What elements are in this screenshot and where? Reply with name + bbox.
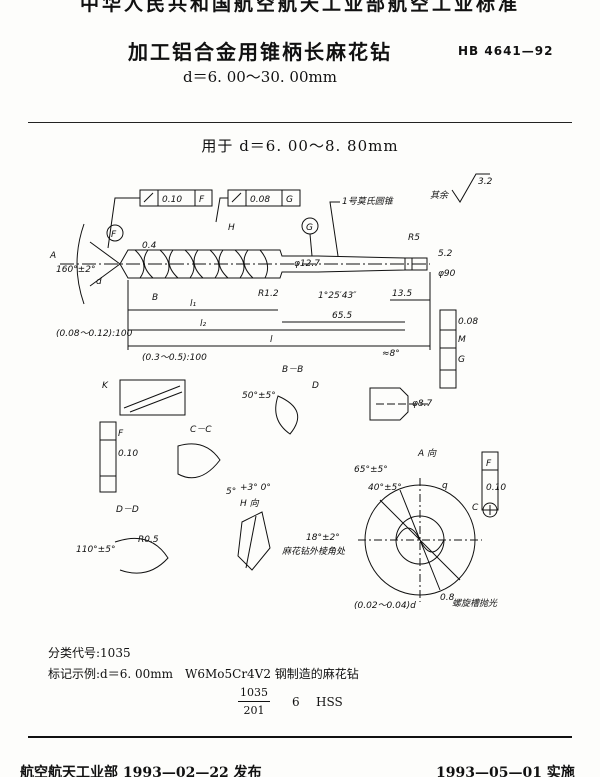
angle-5: 5° bbox=[226, 487, 236, 497]
label-0-8: 0.8 bbox=[440, 593, 455, 603]
dim-taper-angle: 1°25′43″ bbox=[318, 291, 357, 301]
taper-label: 1号莫氏圆锥 bbox=[342, 196, 394, 207]
dim-phi-8-7: φ8.7 bbox=[412, 399, 433, 409]
classification-code: 分类代号:1035 bbox=[48, 646, 131, 660]
angle-50: 50°±5° bbox=[242, 391, 276, 401]
label-d-upper: D bbox=[312, 381, 319, 391]
angle-110: 110°±5° bbox=[76, 545, 115, 555]
fcf-position-side bbox=[439, 309, 457, 389]
dim-r1-2: R1.2 bbox=[258, 289, 279, 299]
section-bb bbox=[275, 395, 299, 435]
dim-point-angle: 160°±2° bbox=[56, 265, 95, 275]
tang-section bbox=[369, 387, 409, 421]
fcf-left-datum: F bbox=[118, 429, 124, 439]
dim-l2: l₂ bbox=[200, 319, 207, 329]
document-title: 加工铝合金用锥柄长麻花钻 bbox=[128, 40, 392, 64]
label-a: A bbox=[49, 251, 56, 261]
fcf-1-datum: F bbox=[199, 195, 205, 205]
roughness-value: 3.2 bbox=[478, 177, 493, 187]
dim-r5: R5 bbox=[408, 233, 420, 243]
side-fcf-tolerance: 0.08 bbox=[458, 317, 478, 327]
section-dd-label: D－D bbox=[116, 505, 139, 515]
label-c: C bbox=[472, 503, 479, 513]
fcf-1-tolerance: 0.10 bbox=[162, 195, 182, 205]
dim-5-2: 5.2 bbox=[438, 249, 453, 259]
mark-numerator: 1035 bbox=[240, 686, 268, 699]
side-fcf-modifier: M bbox=[458, 335, 466, 345]
dim-phi-90: φ90 bbox=[438, 269, 456, 279]
mark-fraction-line bbox=[238, 701, 270, 702]
angle-5-tolerance: +3° 0° bbox=[240, 483, 271, 493]
dim-65-5: 65.5 bbox=[332, 311, 352, 321]
sharp-edge-note: 麻花钻外棱角处 bbox=[282, 546, 346, 557]
label-b: B bbox=[152, 293, 158, 303]
chisel-dim: (0.02～0.04)d bbox=[354, 601, 416, 611]
datum-g-label: G bbox=[306, 223, 313, 233]
fcf-2-tolerance: 0.08 bbox=[250, 195, 270, 205]
flute-detail bbox=[119, 379, 186, 416]
dim-13-5: 13.5 bbox=[392, 289, 412, 299]
mark-size: 6 bbox=[292, 695, 300, 709]
mark-denominator: 201 bbox=[243, 704, 265, 717]
fcf-left-tolerance: 0.10 bbox=[118, 449, 138, 459]
side-fcf-datum: G bbox=[458, 355, 465, 365]
fcf-right-datum: F bbox=[486, 459, 492, 469]
angle-65: 65°±5° bbox=[354, 465, 388, 475]
label-k: K bbox=[102, 381, 109, 391]
standard-number: HB 4641—92 bbox=[458, 44, 554, 58]
label-q: q bbox=[442, 481, 448, 491]
datum-f-marker bbox=[106, 224, 124, 242]
marking-example: 标记示例:d＝6. 00mm W6Mo5Cr4V2 钢制造的麻花钻 bbox=[48, 667, 359, 681]
fcf-2-datum: G bbox=[286, 195, 293, 205]
fcf-right-tolerance: 0.10 bbox=[486, 483, 506, 493]
fcf-left-vertical bbox=[99, 421, 117, 493]
view-h bbox=[237, 511, 271, 571]
dim-phi-12-7: φ12.7 bbox=[294, 259, 320, 269]
view-h-label: H 向 bbox=[240, 498, 260, 509]
bottom-rule bbox=[28, 736, 572, 738]
technical-drawing: 3.2 其余 0.10 F 0.08 G F G 1号莫氏圆锥 l₁ l₂ l … bbox=[49, 173, 506, 611]
dim-l: l bbox=[270, 335, 273, 345]
dim-l1: l₁ bbox=[190, 299, 197, 309]
datum-f-label: F bbox=[111, 230, 117, 240]
end-view-a bbox=[358, 478, 482, 602]
top-rule bbox=[28, 122, 572, 123]
roughness-label: 其余 bbox=[430, 190, 449, 201]
dim-0-4: 0.4 bbox=[142, 241, 157, 251]
flute-taper: (0.3～0.5):100 bbox=[142, 353, 207, 363]
issuing-authority-header: 中华人民共和国航空航天工业部航空工业标准 bbox=[79, 0, 520, 15]
label-h: H bbox=[228, 223, 235, 233]
diameter-range: d＝6. 00～30. 00mm bbox=[183, 68, 337, 86]
applicability-line: 用于 d＝6. 00～8. 80mm bbox=[201, 137, 399, 155]
implementation-date: 1993—05—01 实施 bbox=[436, 765, 575, 777]
back-taper: (0.08～0.12):100 bbox=[56, 329, 133, 339]
angle-40: 40°±5° bbox=[368, 483, 402, 493]
issue-date: 航空航天工业部 1993—02—22 发布 bbox=[20, 765, 262, 777]
angle-18: 18°±2° bbox=[306, 533, 340, 543]
spiral-polish-note: 螺旋槽抛光 bbox=[452, 598, 498, 609]
label-d: d bbox=[96, 277, 102, 287]
section-bb-label: B－B bbox=[282, 365, 303, 375]
angle-8: ≈8° bbox=[382, 349, 400, 359]
roughness-symbol bbox=[451, 173, 490, 203]
section-dd bbox=[114, 537, 169, 574]
mark-material: HSS bbox=[316, 695, 343, 709]
view-a-label: A 向 bbox=[417, 448, 437, 459]
section-cc bbox=[177, 443, 221, 479]
drill-main-view bbox=[60, 223, 430, 305]
section-cc-label: C－C bbox=[190, 425, 212, 435]
dim-r05: R0.5 bbox=[138, 535, 159, 545]
